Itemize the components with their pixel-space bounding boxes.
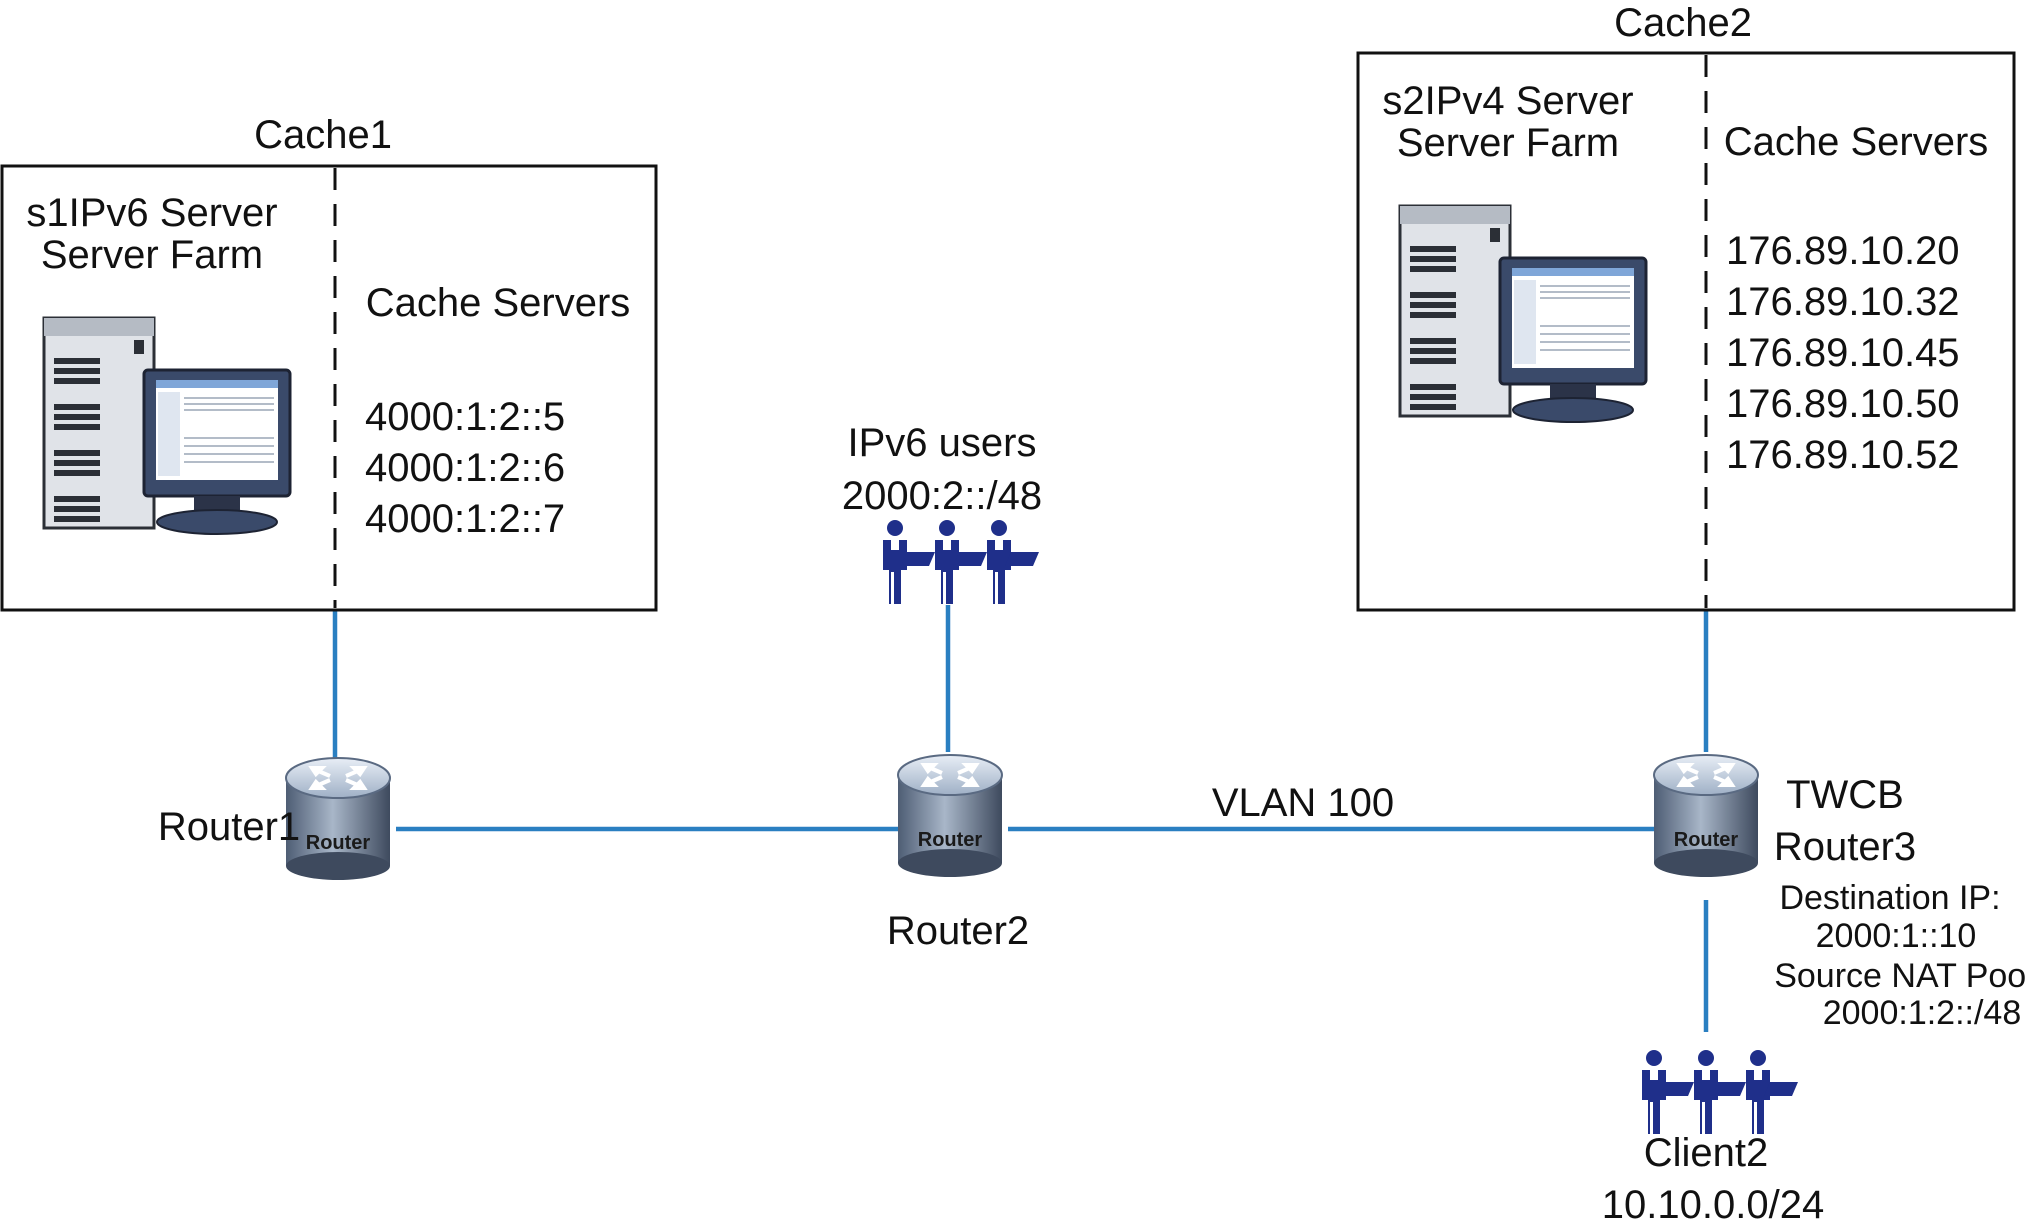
ipv6-users-label: IPv6 users [848,421,1037,465]
user-icon [1746,1050,1798,1134]
cache1-group: Cache1 s1IPv6 Server Server Farm Cache S… [0,113,658,612]
cache2-server-ip: 176.89.10.50 [1726,382,1960,426]
router-icon [1652,753,1760,879]
ipv6-users-group: IPv6 users 2000:2::/48 [842,421,1042,604]
cache1-server-ip: 4000:1:2::5 [365,395,565,439]
user-icon [883,520,935,604]
router2-node: Router Router2 [887,753,1029,953]
router3-dest-value: 2000:1::10 [1816,917,1977,955]
router-icon-text: Router [918,829,983,851]
cache2-group: Cache2 s2IPv4 Server Server Farm Cache S… [1356,1,2016,612]
cache2-server-ip: 176.89.10.20 [1726,229,1960,273]
cache2-title: Cache2 [1614,1,1752,45]
ipv6-users-prefix: 2000:2::/48 [842,474,1042,518]
cache2-server-ip: 176.89.10.32 [1726,280,1960,324]
vlan-label: VLAN 100 [1212,781,1394,825]
router3-label-line1: TWCB [1786,773,1904,817]
router3-node: Router TWCB Router3 Destination IP: 2000… [1652,753,2028,1032]
cache1-farm-line2: Server Farm [41,233,263,277]
router-icon [896,753,1004,879]
router1-node: Router Router1 [158,756,392,882]
router3-nat-value: 2000:1:2::/48 [1823,994,2022,1032]
cache1-title: Cache1 [254,113,392,157]
user-icon [987,520,1039,604]
router-icon-text: Router [306,832,371,854]
user-icon [935,520,987,604]
cache2-farm-line2: Server Farm [1397,121,1619,165]
router3-nat-label: Source NAT Pool [1774,957,2028,995]
user-icon [1642,1050,1694,1134]
cache1-farm-line1: s1IPv6 Server [26,191,277,235]
router2-label: Router2 [887,909,1029,953]
user-icon [1694,1050,1746,1134]
router1-label: Router1 [158,805,300,849]
router-icon-text: Router [1674,829,1739,851]
cache1-server-ip: 4000:1:2::6 [365,446,565,490]
client2-group: Client2 10.10.0.0/24 [1602,1050,1824,1227]
cache2-server-ip: 176.89.10.52 [1726,433,1960,477]
cache1-servers-label: Cache Servers [366,281,631,325]
cache2-servers-label: Cache Servers [1724,120,1989,164]
cache2-farm-line1: s2IPv4 Server [1382,79,1633,123]
client2-label: Client2 [1644,1131,1769,1175]
cache2-server-ip: 176.89.10.45 [1726,331,1960,375]
cache1-server-ip: 4000:1:2::7 [365,497,565,541]
router-icon [284,756,392,882]
router3-label-line2: Router3 [1774,825,1916,869]
router3-dest-label: Destination IP: [1779,879,2000,917]
client2-subnet: 10.10.0.0/24 [1602,1183,1824,1227]
